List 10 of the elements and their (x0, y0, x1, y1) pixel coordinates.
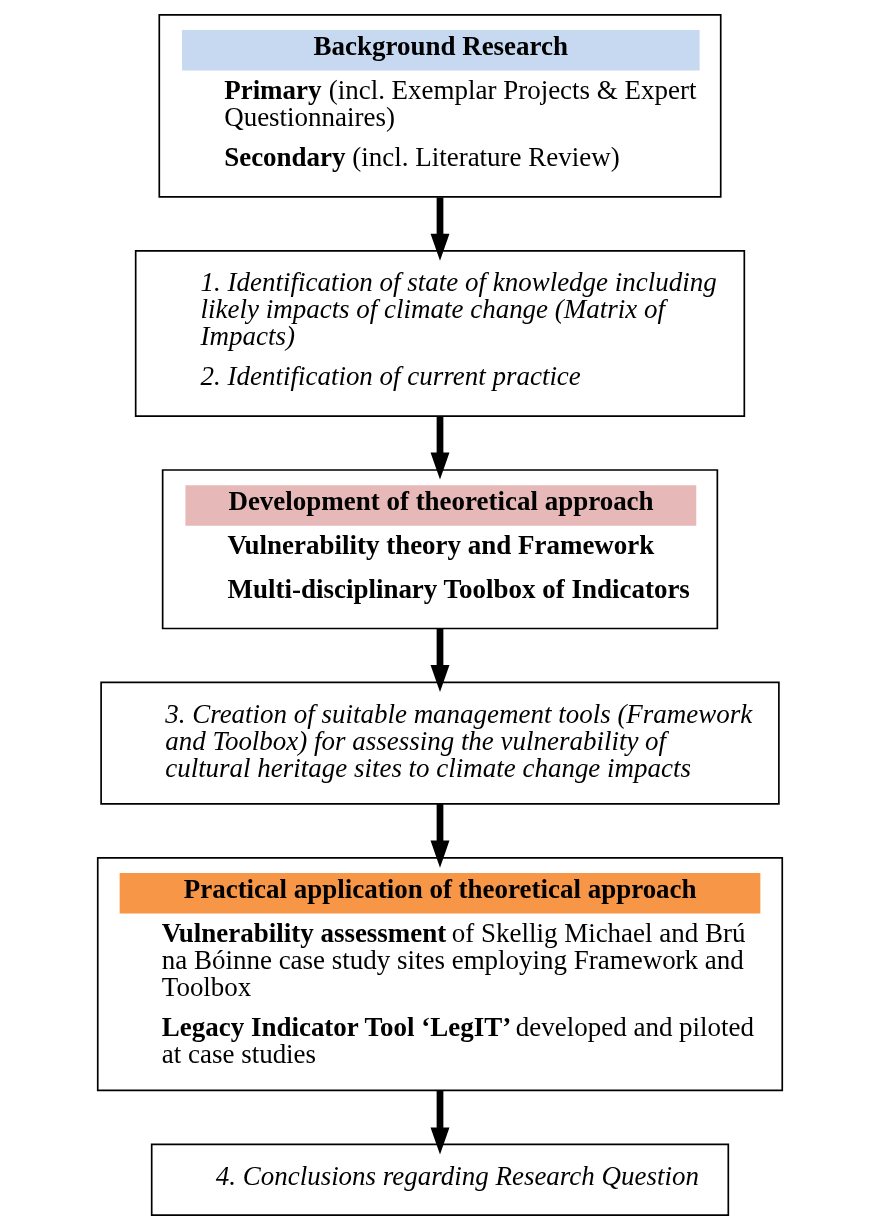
node-box: 4. Conclusions regarding Research Question (150, 1143, 729, 1217)
node-box: Practical application of theoretical approach Vulnerability assessment of Skellig Michael and Brú na Bóinne case study sites employing Framework and Toolbox Legacy Indicator Tool ‘LegIT’ developed and piloted at case studies (96, 856, 783, 1092)
node-box: Development of theoretical approach Vulnerability theory and Framework Multi-disciplinary Toolbox of Indicators (161, 469, 718, 630)
node-box: 1. Identification of state of knowledge including likely impacts of climate change (Matrix of Impacts) 2. Identification of current practice (134, 250, 745, 417)
arrow (430, 629, 449, 693)
arrow (430, 197, 449, 261)
arrow (430, 1090, 449, 1155)
node-box: Background Research Primary (incl. Exemplar Projects & Expert Questionnaires) Secondary (incl. Literature Review) (157, 13, 722, 198)
arrow (430, 416, 449, 480)
node-box: 3. Creation of suitable management tools (Framework and Toolbox) for assessing the vulnerability of cultural heritage sites to climate change impacts (99, 681, 780, 805)
